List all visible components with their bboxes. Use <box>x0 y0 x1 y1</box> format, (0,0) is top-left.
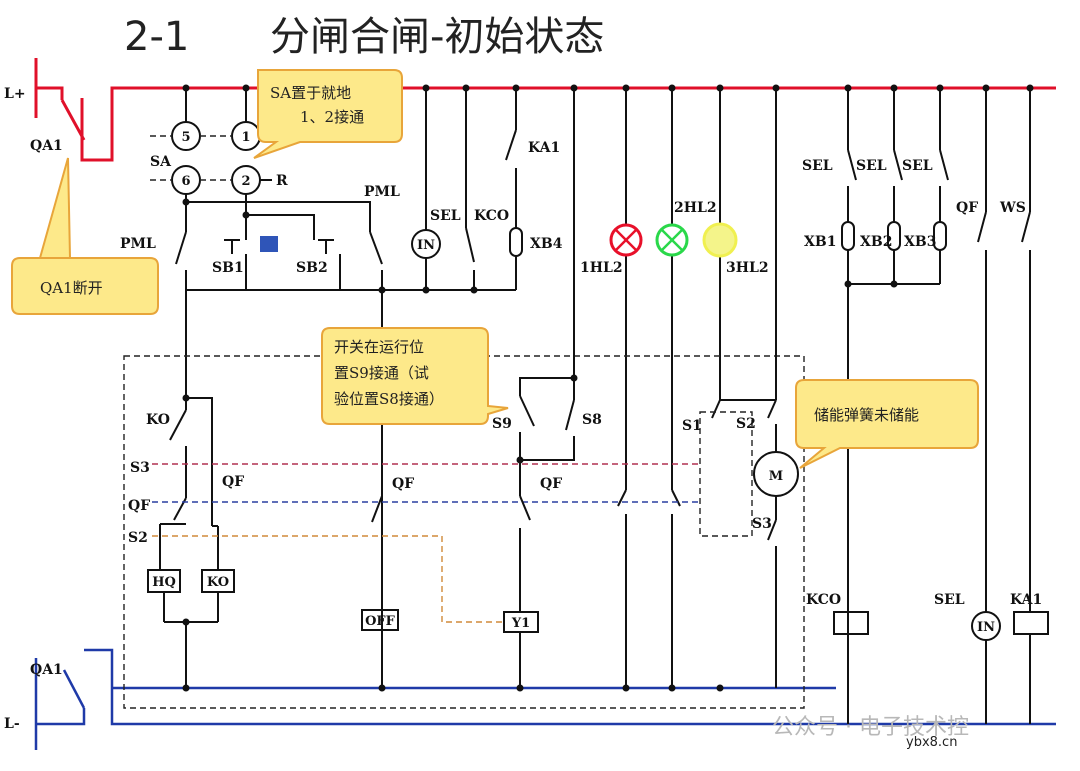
protection-branch <box>382 88 523 291</box>
s2-right-label: S2 <box>736 416 756 432</box>
callout-sa: SA置于就地 1、2接通 <box>253 69 403 159</box>
sa-label: SA <box>150 154 172 170</box>
s1-label: S1 <box>682 418 702 434</box>
y1-coil: Y1 <box>511 616 530 631</box>
positive-rail-label: L+ <box>4 86 26 102</box>
off-branch <box>361 495 399 631</box>
sa-switch <box>150 88 272 215</box>
ko-coil: KO <box>207 575 229 590</box>
right-ws-branch <box>971 88 1049 724</box>
in-relay-2: IN <box>977 620 995 635</box>
sb2-label: SB2 <box>296 260 328 276</box>
negative-rail-label: L- <box>4 716 20 732</box>
callout-spring: 储能弹簧未储能 <box>795 379 979 469</box>
pml-label-left: PML <box>120 236 156 252</box>
kco-label-2: KCO <box>806 592 841 608</box>
pml-label-right: PML <box>364 184 400 200</box>
qf-mid-label: QF <box>392 476 414 492</box>
lamp-1hl2-label: 1HL2 <box>580 260 623 276</box>
qf-y1-label: QF <box>540 476 562 492</box>
callout-qa1: QA1断开 <box>11 157 159 315</box>
ko-branch <box>147 390 235 688</box>
s9-label: S9 <box>492 416 512 432</box>
junction-dots <box>182 84 1034 692</box>
s2-linkage <box>152 535 504 623</box>
sb1-label: SB1 <box>212 260 244 276</box>
title-text: 分闸合闸-初始状态 <box>270 14 604 60</box>
callout-switch-line2: 置S9接通（试 <box>334 364 429 382</box>
motor-icon: M <box>769 469 783 484</box>
sa-terminal-2: 2 <box>241 174 250 189</box>
motor-branch <box>699 88 799 688</box>
callout-qa1-text: QA1断开 <box>40 279 103 297</box>
sa-terminal-6: 6 <box>181 174 190 189</box>
s8-label: S8 <box>582 412 602 428</box>
lamp-2hl2-label: 2HL2 <box>674 200 717 216</box>
xb4-label: XB4 <box>530 236 563 252</box>
green-lamp-icon <box>655 223 689 257</box>
off-coil: OFF <box>365 614 396 629</box>
watermark-site: ybx8.cn <box>906 735 957 750</box>
s2-left-label: S2 <box>128 530 148 546</box>
pml-sb-group <box>175 201 383 688</box>
qf-left-label-2: QF <box>222 474 244 490</box>
s3-right-label: S3 <box>752 516 772 532</box>
sa-r-label: R <box>276 173 288 189</box>
qa1-bottom-switch <box>36 648 1056 726</box>
qa1-bottom-label: QA1 <box>30 662 63 678</box>
qf-right-label: QF <box>956 200 978 216</box>
ko-top-label: KO <box>146 412 170 428</box>
sel-label-2: SEL <box>934 592 965 608</box>
xb2-label: XB2 <box>860 234 892 250</box>
in-relay-1: IN <box>417 238 435 253</box>
callout-sa-line1: SA置于就地 <box>270 84 351 102</box>
sel-a-label: SEL <box>802 158 833 174</box>
callout-switch: 开关在运行位 置S9接通（试 验位置S8接通） <box>321 327 509 425</box>
s3-left-label: S3 <box>130 460 150 476</box>
qf-left-label-1: QF <box>128 498 150 514</box>
red-lamp-icon <box>609 223 643 257</box>
callout-sa-line2: 1、2接通 <box>300 108 364 126</box>
callout-switch-line3: 验位置S8接通） <box>334 390 444 408</box>
indicator-lamps <box>617 88 721 688</box>
s9-s8-branch <box>503 88 575 688</box>
ka1-top-label: KA1 <box>528 140 560 156</box>
sel-c-label: SEL <box>902 158 933 174</box>
sa-terminal-5: 5 <box>181 130 190 145</box>
right-sel-xb-group <box>833 88 949 724</box>
callout-spring-text: 储能弹簧未储能 <box>814 406 919 424</box>
qa1-top-label: QA1 <box>30 138 63 154</box>
sa-terminal-1: 1 <box>241 130 250 145</box>
callout-switch-line1: 开关在运行位 <box>334 338 424 356</box>
sel-b-label: SEL <box>856 158 887 174</box>
sel-label-1: SEL <box>430 208 461 224</box>
ws-label: WS <box>999 200 1026 216</box>
yellow-lamp-icon <box>702 222 738 258</box>
title-number: 2-1 <box>124 14 189 60</box>
ka1-bottom-label: KA1 <box>1010 592 1042 608</box>
sb-indicator-square <box>260 236 278 252</box>
kco-label-1: KCO <box>474 208 509 224</box>
xb1-label: XB1 <box>804 234 836 250</box>
hq-coil: HQ <box>152 575 176 590</box>
callout-sa-tspan: SA置于就地 <box>270 84 351 102</box>
xb3-label: XB3 <box>904 234 936 250</box>
watermark-text: 公众号 · 电子技术控 <box>772 715 969 740</box>
lamp-3hl2-label: 3HL2 <box>726 260 769 276</box>
